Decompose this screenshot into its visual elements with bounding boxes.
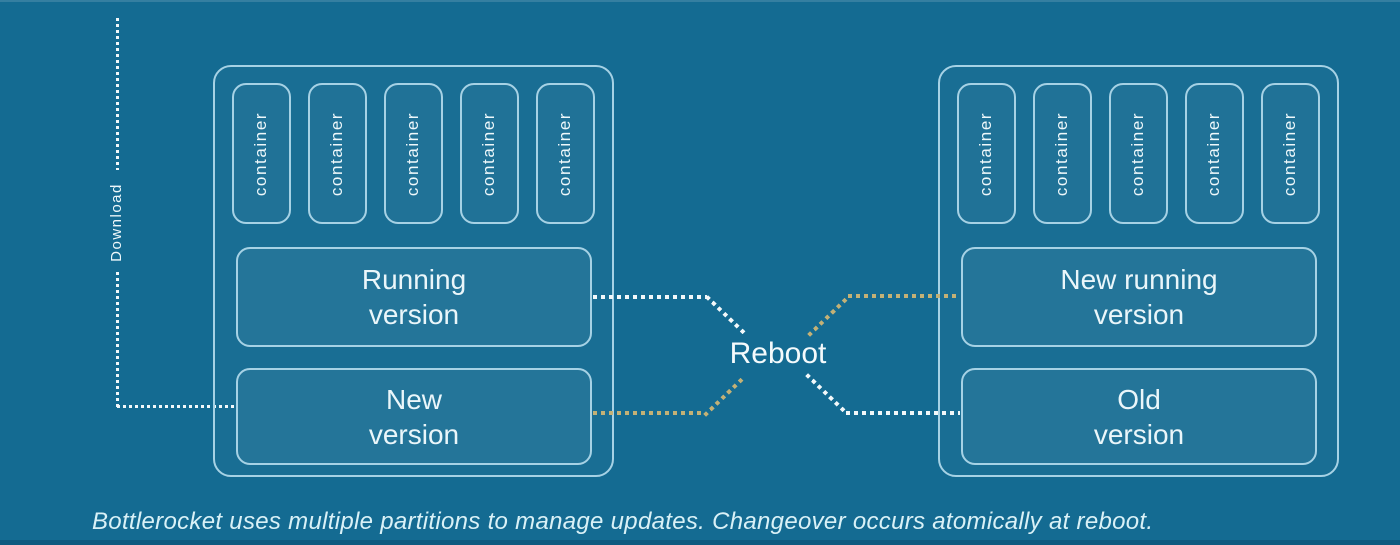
container-label: container <box>1204 111 1224 196</box>
download-dotted-line-top <box>116 18 119 170</box>
container-box: container <box>957 83 1016 224</box>
download-dotted-line-bottom <box>116 272 119 408</box>
bottom-edge-strip <box>0 540 1400 545</box>
container-box: container <box>1033 83 1092 224</box>
reboot-label: Reboot <box>729 337 827 370</box>
container-box: container <box>1261 83 1320 224</box>
container-label: container <box>327 111 347 196</box>
old-version-box: Old version <box>961 368 1317 465</box>
download-label-text: Download <box>107 182 125 262</box>
download-dotted-line-horizontal <box>117 405 237 408</box>
new-running-version-box: New running version <box>961 247 1317 347</box>
container-box: container <box>232 83 291 224</box>
connector-old-horizontal <box>846 411 960 415</box>
connector-running-horizontal <box>593 295 707 299</box>
container-label: container <box>1052 111 1072 196</box>
running-version-box: Running version <box>236 247 592 347</box>
container-label: container <box>1280 111 1300 196</box>
connector-newrunning-horizontal <box>848 294 960 298</box>
right-partition-box: container container container container … <box>938 65 1339 477</box>
container-box: container <box>1109 83 1168 224</box>
new-version-box: New version <box>236 368 592 465</box>
right-container-group: container container container container … <box>957 83 1320 224</box>
container-label: container <box>479 111 499 196</box>
running-version-label: Running version <box>361 264 467 330</box>
container-box: container <box>536 83 595 224</box>
container-label: container <box>555 111 575 196</box>
container-label: container <box>976 111 996 196</box>
container-box: container <box>460 83 519 224</box>
container-label: container <box>1128 111 1148 196</box>
download-label: Download <box>94 180 138 264</box>
caption-text: Bottlerocket uses multiple partitions to… <box>92 508 1154 535</box>
top-edge-highlight <box>0 0 1400 2</box>
container-label: container <box>403 111 423 196</box>
connector-old-diagonal <box>805 373 848 415</box>
connector-running-diagonal <box>705 295 748 337</box>
connector-newrunning-diagonal <box>807 295 850 337</box>
left-container-group: container container container container … <box>232 83 595 224</box>
container-box: container <box>308 83 367 224</box>
container-box: container <box>1185 83 1244 224</box>
new-running-version-label: New running version <box>1060 264 1218 330</box>
new-version-label: New version <box>368 383 460 450</box>
container-label: container <box>251 111 271 196</box>
left-partition-box: container container container container … <box>213 65 614 477</box>
connector-new-diagonal <box>703 375 746 417</box>
connector-new-horizontal <box>593 411 705 415</box>
container-box: container <box>384 83 443 224</box>
old-version-label: Old version <box>1093 383 1185 450</box>
